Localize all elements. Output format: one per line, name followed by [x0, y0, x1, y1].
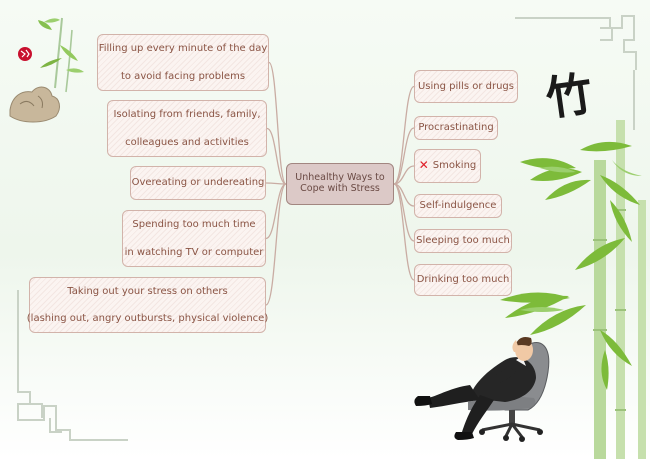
connector-n-r2 — [393, 165, 415, 185]
connector-n-r0 — [393, 85, 415, 185]
topic-line: to avoid facing problems — [120, 70, 246, 82]
topic-line: (lashing out, angry outbursts, physical … — [26, 312, 269, 324]
topic-line: colleagues and activities — [125, 136, 249, 148]
central-topic[interactable]: Unhealthy Ways to Cope with Stress — [286, 163, 394, 205]
topic-line: Self-indulgence — [419, 200, 497, 212]
topic-smoking[interactable]: ✕ Smoking — [414, 149, 481, 183]
bamboo-icon-top-left — [38, 17, 84, 93]
topic-line: Sleeping too much — [416, 235, 510, 247]
topic-taking-out-stress[interactable]: Taking out your stress on others (lashin… — [26, 277, 269, 333]
topic-line: in watching TV or computer — [124, 246, 264, 258]
topic-line: Isolating from friends, family, — [113, 109, 261, 120]
topic-line: Spending too much time — [132, 219, 256, 230]
topic-sleeping-too-much[interactable]: Sleeping too much — [414, 229, 512, 253]
topic-line: Using pills or drugs — [417, 80, 514, 92]
connector-n-l2 — [265, 182, 287, 185]
chinese-border-icon-bottom-left — [17, 290, 128, 441]
topic-line: Overeating or undereating — [131, 177, 265, 189]
bamboo-icon-right — [500, 120, 646, 459]
topic-procrastinating[interactable]: Procrastinating — [414, 116, 498, 140]
topic-tv-computer[interactable]: Spending too much time in watching TV or… — [122, 210, 266, 267]
topic-line: Drinking too much — [416, 274, 510, 286]
no-icon: ✕ — [418, 158, 429, 173]
seal-icon — [18, 47, 32, 61]
topic-row: ✕ Smoking — [418, 158, 477, 173]
topic-overeating[interactable]: Overeating or undereating — [130, 166, 266, 200]
topic-pills-drugs[interactable]: Using pills or drugs — [414, 70, 518, 103]
topic-line: Filling up every minute of the day — [98, 43, 268, 54]
connector-n-l4 — [265, 183, 287, 306]
topic-line: Taking out your stress on others — [67, 285, 228, 297]
topic-drinking-too-much[interactable]: Drinking too much — [414, 264, 512, 296]
topic-isolating[interactable]: Isolating from friends, family, colleagu… — [107, 100, 267, 157]
topic-line: Smoking — [432, 160, 477, 172]
rock-icon — [9, 86, 60, 123]
connector-n-l0 — [268, 61, 287, 185]
connector-n-r1 — [393, 127, 415, 185]
connector-n-l3 — [265, 183, 287, 240]
topic-filling-every-minute[interactable]: Filling up every minute of the day to av… — [97, 34, 269, 91]
calligraphy-glyph: 竹 — [543, 66, 596, 126]
central-topic-line-1: Unhealthy Ways to — [295, 172, 385, 184]
topic-self-indulgence[interactable]: Self-indulgence — [414, 194, 502, 218]
topic-line: Procrastinating — [418, 122, 494, 134]
connector-n-r5 — [393, 183, 415, 281]
central-topic-line-2: Cope with Stress — [300, 183, 380, 194]
connector-n-l1 — [266, 127, 287, 185]
chinese-border-icon-top-right — [515, 15, 637, 130]
